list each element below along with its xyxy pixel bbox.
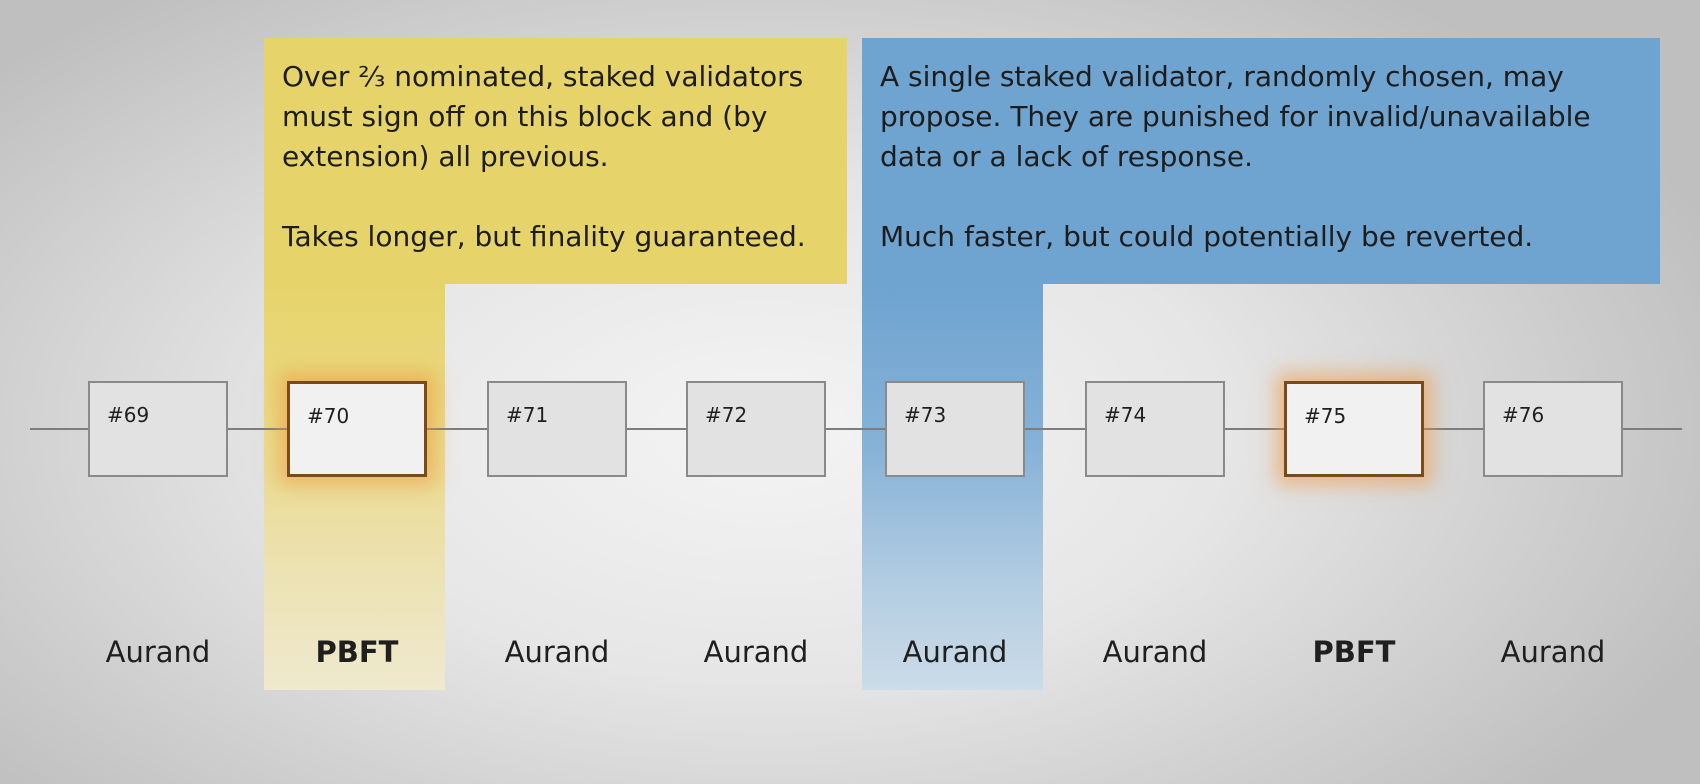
block-69: #69 xyxy=(88,381,228,477)
block-consensus-label: Aurand xyxy=(105,635,211,669)
aurand-callout-pointer xyxy=(862,284,1043,690)
block-number: #71 xyxy=(506,403,549,427)
block-75: #75 xyxy=(1284,381,1424,477)
block-consensus-label: Aurand xyxy=(1500,635,1606,669)
aurand-callout-text: A single staked validator, randomly chos… xyxy=(880,57,1650,257)
block-number: #73 xyxy=(904,403,947,427)
block-number: #76 xyxy=(1502,403,1545,427)
aurand-callout-panel xyxy=(862,38,1660,284)
block-consensus-label: Aurand xyxy=(902,635,1008,669)
chain-line xyxy=(30,428,1682,430)
block-72: #72 xyxy=(686,381,826,477)
block-consensus-label: Aurand xyxy=(1102,635,1208,669)
pbft-callout-pointer xyxy=(264,284,445,690)
block-74: #74 xyxy=(1085,381,1225,477)
block-70: #70 xyxy=(287,381,427,477)
block-consensus-label: PBFT xyxy=(1312,635,1396,669)
block-consensus-label: PBFT xyxy=(315,635,399,669)
block-number: #70 xyxy=(307,404,350,428)
aurand-tradeoff: Much faster, but could potentially be re… xyxy=(880,220,1534,253)
block-number: #75 xyxy=(1304,404,1347,428)
block-73: #73 xyxy=(885,381,1025,477)
block-number: #69 xyxy=(107,403,150,427)
pbft-callout-panel xyxy=(264,38,847,284)
pbft-description: Over ⅔ nominated, staked validators must… xyxy=(282,60,813,173)
block-76: #76 xyxy=(1483,381,1623,477)
pbft-callout-text: Over ⅔ nominated, staked validators must… xyxy=(282,57,842,257)
block-71: #71 xyxy=(487,381,627,477)
aurand-description: A single staked validator, randomly chos… xyxy=(880,60,1600,173)
block-number: #74 xyxy=(1104,403,1147,427)
block-number: #72 xyxy=(705,403,748,427)
block-consensus-label: Aurand xyxy=(703,635,809,669)
pbft-tradeoff: Takes longer, but finality guaranteed. xyxy=(282,220,806,253)
block-consensus-label: Aurand xyxy=(504,635,610,669)
